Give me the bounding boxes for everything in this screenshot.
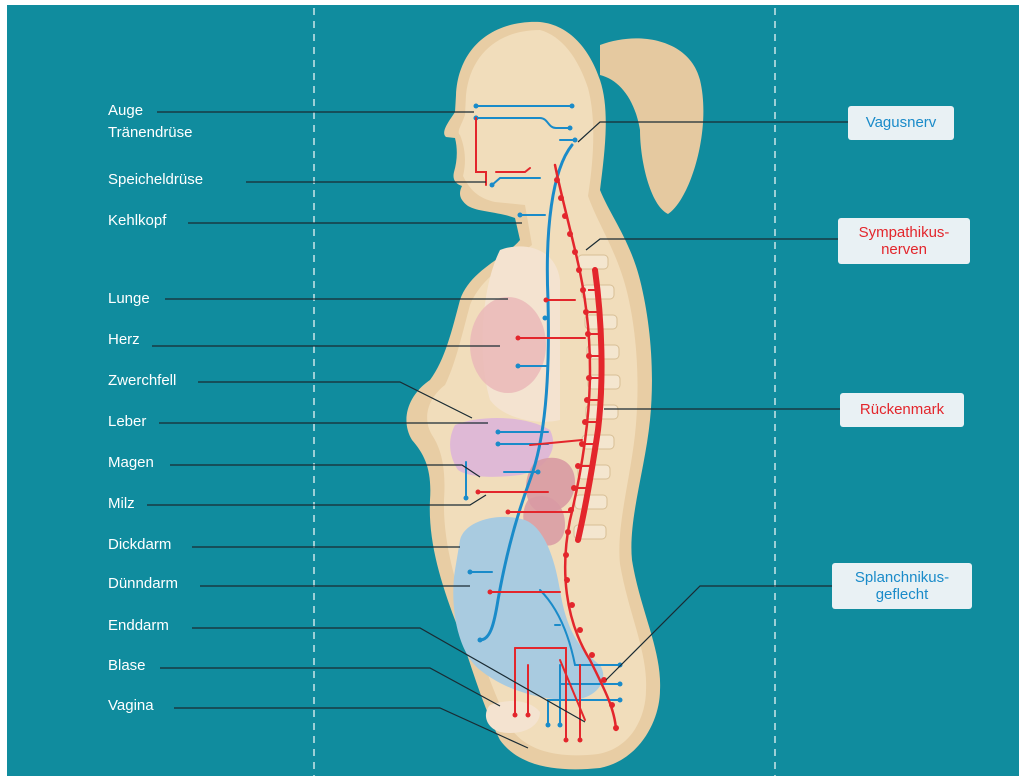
tag-sympathikus-line1: Sympathikus- (838, 224, 970, 241)
label-lunge: Lunge (108, 290, 150, 308)
tag-splanchnikusgeflecht: Splanchnikus- geflecht (832, 563, 972, 609)
label-auge: Auge (108, 102, 143, 120)
tag-splanchnikus-line2: geflecht (832, 586, 972, 603)
tag-vagusnerv: Vagusnerv (848, 106, 954, 140)
label-duenndarm: Dünndarm (108, 575, 178, 593)
label-traenendruese: Tränendrüse (108, 124, 193, 142)
label-enddarm: Enddarm (108, 617, 169, 635)
label-vagina: Vagina (108, 697, 154, 715)
label-milz: Milz (108, 495, 135, 513)
label-herz: Herz (108, 331, 140, 349)
label-kehlkopf: Kehlkopf (108, 212, 166, 230)
label-magen: Magen (108, 454, 154, 472)
tag-rueckenmark-text: Rückenmark (840, 393, 964, 427)
ponytail (600, 38, 703, 214)
tag-rueckenmark: Rückenmark (840, 393, 964, 427)
label-blase: Blase (108, 657, 146, 675)
tag-splanchnikus-line1: Splanchnikus- (832, 569, 972, 586)
tag-sympathikus-line2: nerven (838, 241, 970, 258)
label-dickdarm: Dickdarm (108, 536, 171, 554)
heart-shape (470, 297, 546, 393)
tag-vagusnerv-text: Vagusnerv (848, 106, 954, 140)
tag-sympathikusnerven: Sympathikus- nerven (838, 218, 970, 264)
label-zwerchfell: Zwerchfell (108, 372, 176, 390)
label-speicheldruese: Speicheldrüse (108, 171, 203, 189)
label-leber: Leber (108, 413, 146, 431)
